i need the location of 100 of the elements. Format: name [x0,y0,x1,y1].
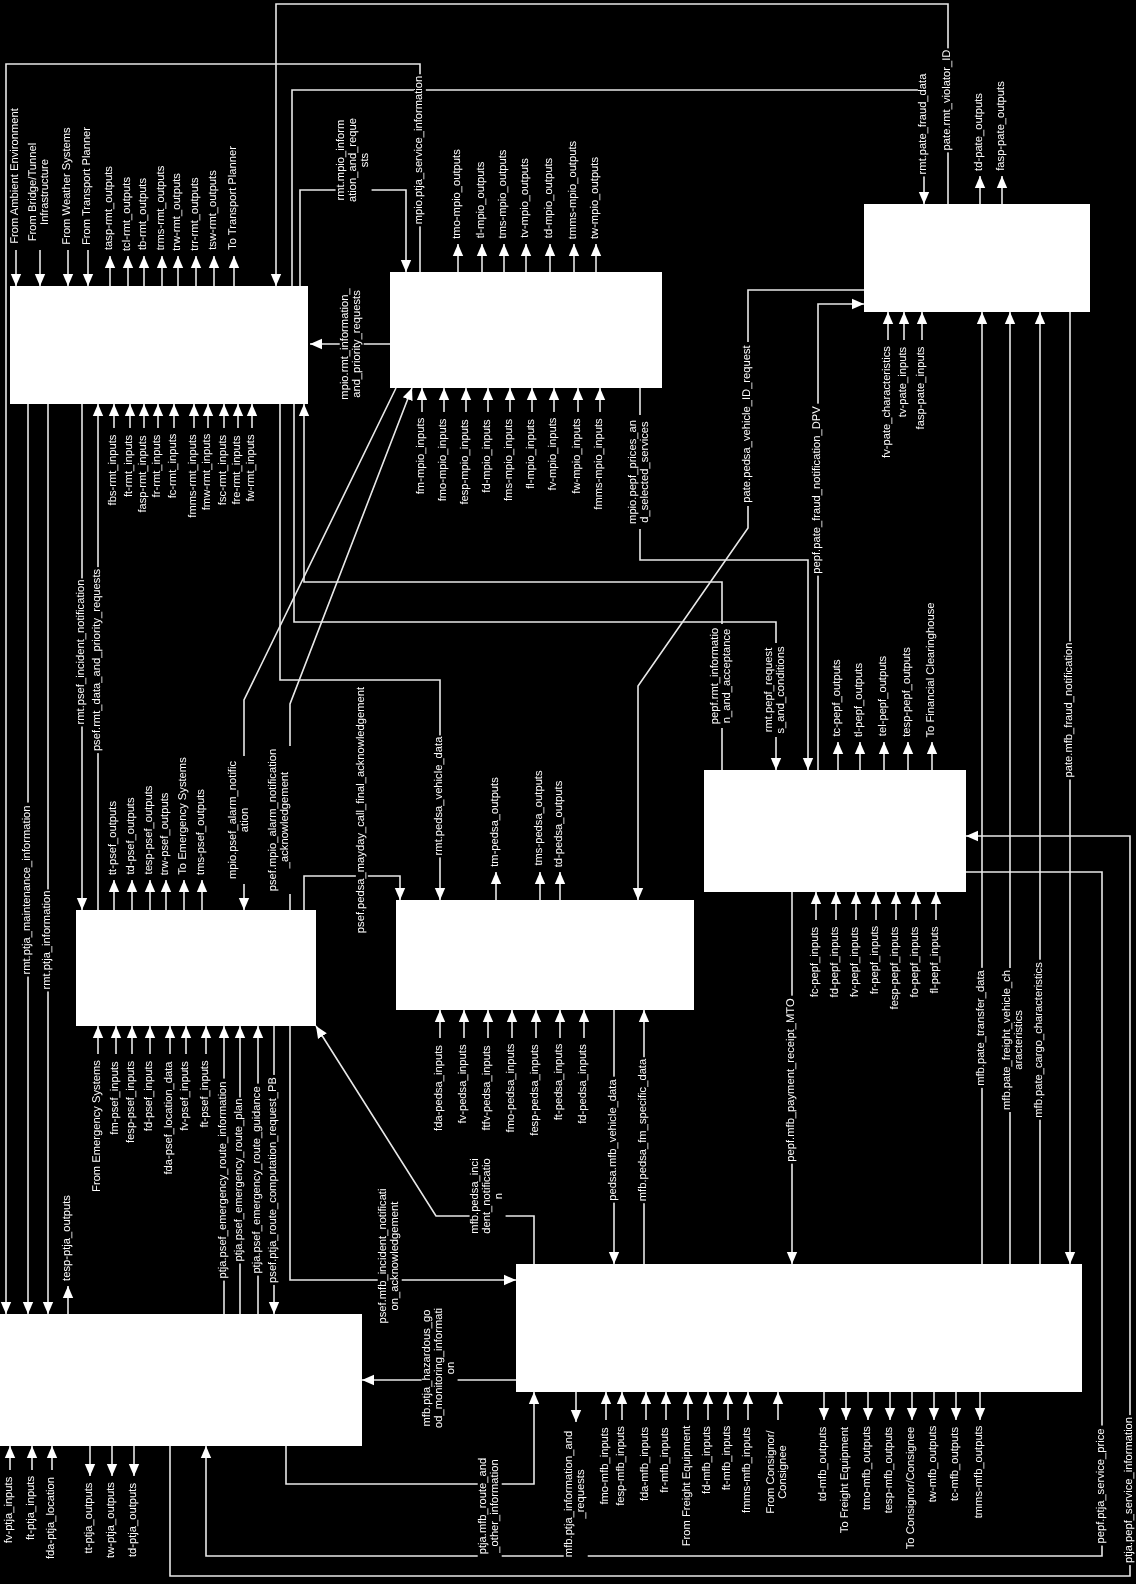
arrow [930,891,942,921]
arrow [870,891,882,921]
arrow [742,1391,754,1421]
arrow [590,243,602,273]
process-box [704,770,966,892]
arrow [568,243,580,273]
arrow [544,243,556,273]
arrow [526,387,538,413]
arrow [4,1445,16,1471]
arrow [476,243,488,273]
arrow [482,387,494,413]
arrow [108,879,120,911]
arrow [916,311,928,341]
arrow [434,1009,446,1039]
arrow [554,1009,566,1039]
arrow [303,875,406,911]
arrow [926,741,938,771]
arrow [138,255,150,287]
arrow [232,403,244,429]
process-box [76,910,316,1026]
arrow [160,879,172,911]
arrow [854,741,866,771]
arrow [490,871,502,901]
arrow [862,1391,874,1421]
arrow [106,1445,118,1477]
arrow [660,1391,672,1421]
arrow [0,63,421,1315]
arrow [126,1025,138,1055]
arrow [138,403,150,429]
arrow [520,243,532,273]
arrow [600,1391,612,1421]
arrow [572,387,584,413]
arrow [110,1025,122,1055]
arrow [928,1391,940,1421]
process-box [10,286,308,404]
arrow [228,255,240,287]
arrow [682,1391,694,1421]
arrow [42,403,54,1315]
arrow [126,879,138,911]
arrow [246,403,258,429]
arrow [504,387,516,413]
arrow [92,1025,104,1055]
arrow [878,741,890,771]
arrow [289,1025,517,1286]
arrow [974,1391,986,1421]
arrow [128,1445,140,1477]
process-box [516,1264,1082,1392]
arrow [218,403,230,429]
arrow [122,255,134,287]
arrow [124,403,136,429]
process-box [396,900,694,1010]
arrow [498,243,510,273]
arrow [270,3,949,287]
arrow [640,1391,652,1421]
arrow [832,741,844,771]
arrow [882,311,894,341]
arrow [438,387,450,413]
arrow [818,1391,830,1421]
arrow [722,1391,734,1421]
arrow [1064,311,1076,1265]
arrow [458,1009,470,1039]
arrow [890,891,902,921]
arrow [530,1009,542,1039]
arrow [285,1391,540,1485]
arrow [616,1391,628,1421]
arrow [26,1445,38,1471]
arrow [202,403,214,429]
arrow [144,1025,156,1055]
arrow [164,1025,176,1055]
arrow [34,249,46,287]
arrow [534,871,546,901]
arrow [104,255,116,287]
arrow [506,1009,518,1039]
arrow [188,403,200,429]
arrow [884,1391,896,1421]
process-box [864,204,1090,312]
arrow [168,403,180,429]
arrow [906,1391,918,1421]
arrow [772,1391,784,1421]
arrow [200,1025,212,1055]
arrow [702,1391,714,1421]
arrow [996,175,1008,205]
arrow [902,741,914,771]
arrow [482,1009,494,1039]
arrow [190,255,202,287]
arrow [898,311,910,341]
process-box [390,272,662,388]
arrow [156,255,168,287]
arrow [452,243,464,273]
arrow [82,249,94,287]
arrow [554,871,566,901]
arrow [850,891,862,921]
arrow [10,249,22,287]
arrow [976,311,988,1265]
arrow [196,879,208,911]
process-box [0,1314,362,1446]
arrow [910,891,922,921]
arrow [570,1391,582,1423]
arrow [62,1285,74,1315]
arrow [208,255,220,287]
